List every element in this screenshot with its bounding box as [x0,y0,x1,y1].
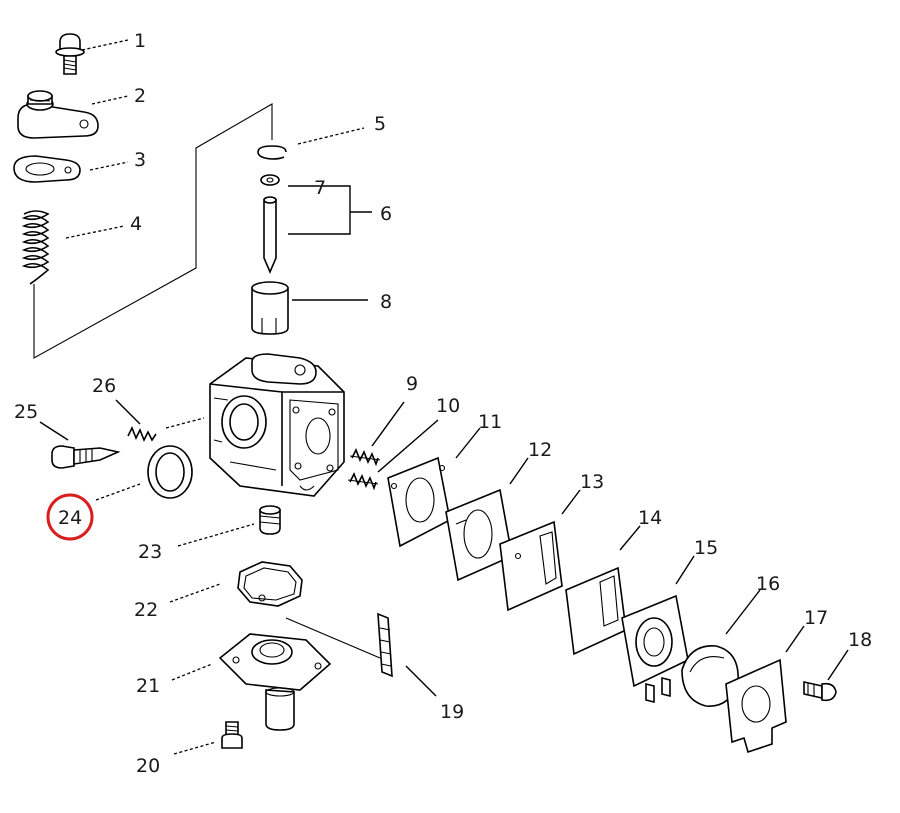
part-13-plate [499,520,563,612]
label-25: 25 [14,401,38,423]
leader-lines [39,39,849,755]
part-19-strainer [377,612,393,678]
label-1: 1 [134,30,146,52]
part-25-screw [51,445,121,469]
part-5-clip [257,145,287,160]
part-carburetor-body [209,353,345,497]
part-7-washer [260,174,280,186]
label-17: 17 [804,607,828,629]
part-10-spring [347,472,379,491]
part-8-sleeve [251,281,289,335]
label-20: 20 [136,755,160,777]
part-24-ring [147,445,193,499]
assembly-outline [33,103,273,359]
label-19: 19 [440,701,464,723]
highlight-circle-24 [46,493,94,541]
label-18: 18 [848,629,872,651]
label-9: 9 [406,373,418,395]
part-17-retainer [725,658,787,754]
label-10: 10 [436,395,460,417]
callout-labels: 1 2 3 4 5 6 7 8 9 10 11 12 13 14 15 16 1… [14,30,872,777]
label-23: 23 [138,541,162,563]
part-3-gasket [13,155,81,183]
part-20-screw [221,721,243,749]
label-5: 5 [374,113,386,135]
label-13: 13 [580,471,604,493]
label-6: 6 [380,203,392,225]
part-14-gasket [565,566,627,656]
label-7: 7 [314,177,326,199]
label-12: 12 [528,439,552,461]
label-15: 15 [694,537,718,559]
part-23-fitting [259,505,281,535]
label-8: 8 [380,291,392,313]
part-18-screw [803,681,837,702]
label-24: 24 [58,507,82,529]
part-26-spring [127,426,157,442]
label-14: 14 [638,507,662,529]
part-6-needle [263,196,277,275]
part-4-spring [21,210,50,285]
part-2-lever [17,90,99,139]
part-9-spring [349,448,381,467]
label-26: 26 [92,375,116,397]
label-3: 3 [134,149,146,171]
label-21: 21 [136,675,160,697]
part-11-gasket [387,456,451,548]
label-16: 16 [756,573,780,595]
label-4: 4 [130,213,142,235]
part-21-cover [218,617,381,731]
part-22-gasket [237,561,303,607]
label-11: 11 [478,411,502,433]
part-1-screw [55,33,85,75]
part-15-pump-body [621,594,689,704]
label-2: 2 [134,85,146,107]
label-22: 22 [134,599,158,621]
